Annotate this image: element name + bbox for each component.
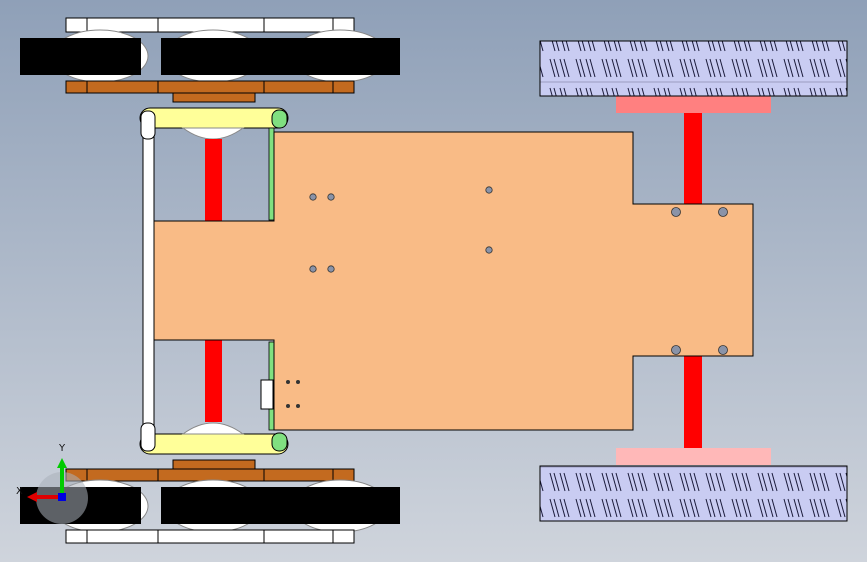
x-axis-label: X: [16, 486, 23, 497]
mounting-holes: [309, 186, 728, 355]
tire-bottom: [539, 465, 848, 522]
tire-top: [539, 40, 848, 97]
track-mount-bottom: [172, 459, 256, 470]
chassis-plate: [153, 131, 754, 431]
z-axis-marker: [58, 493, 66, 501]
track-assembly-top: [20, 17, 400, 103]
bracket-bottom: [139, 433, 289, 455]
track-pad: [161, 487, 400, 524]
track-rail-bottom: [65, 468, 355, 482]
control-module: [260, 379, 300, 410]
front-axle-assembly: [539, 40, 848, 522]
front-axle-lower: [684, 356, 702, 448]
xyz-triad-icon: [27, 458, 88, 524]
track-pad: [161, 38, 400, 75]
frame-rail: [142, 125, 155, 443]
rear-frame: [139, 107, 289, 455]
bracket-top: [139, 107, 289, 129]
y-axis-label: Y: [59, 443, 66, 454]
track-guide-bottom: [65, 529, 355, 544]
wheel-hub-bottom: [616, 448, 771, 465]
track-rail-top: [65, 80, 355, 94]
wheel-hub-top: [616, 96, 771, 113]
front-axle-upper: [684, 112, 702, 204]
rear-axle-lower: [205, 340, 222, 422]
track-pad: [20, 38, 141, 75]
track-mount-top: [172, 92, 256, 103]
rear-axle-upper: [205, 139, 222, 221]
